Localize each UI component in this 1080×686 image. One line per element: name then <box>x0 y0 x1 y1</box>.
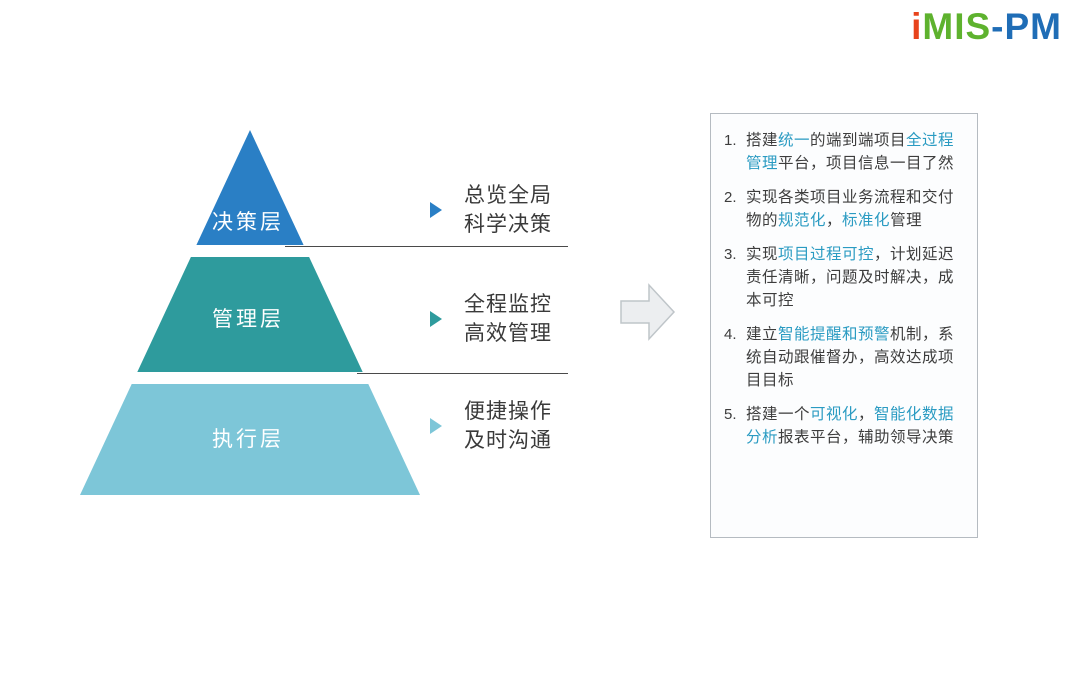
benefit-number: 3. <box>724 246 737 263</box>
caption-decision-line1: 总览全局 <box>464 184 552 207</box>
benefit-text: 搭建一个可视化，智能化数据分析报表平台，辅助领导决策 <box>746 406 955 446</box>
caption-execution: 便捷操作 及时沟通 <box>464 397 552 455</box>
pyramid <box>80 130 420 495</box>
caption-management-line1: 全程监控 <box>464 293 552 316</box>
caption-execution-line1: 便捷操作 <box>464 400 552 423</box>
layer-label-management: 管理层 <box>212 308 284 331</box>
benefit-number: 1. <box>724 132 737 149</box>
benefit-text: 实现项目过程可控，计划延迟责任清晰，问题及时解决，成本可控 <box>746 246 955 309</box>
caption-decision-line2: 科学决策 <box>464 213 552 236</box>
caption-decision: 总览全局 科学决策 <box>464 181 552 239</box>
benefit-text: 实现各类项目业务流程和交付物的规范化，标准化管理 <box>746 189 955 229</box>
brand-logo: iMIS-PM <box>911 6 1062 48</box>
benefit-number: 5. <box>724 406 737 423</box>
right-arrow-icon <box>620 283 676 341</box>
pyramid-layer-middle-shape <box>137 257 363 372</box>
caption-execution-line2: 及时沟通 <box>464 429 552 452</box>
separator-line-2 <box>357 373 568 374</box>
pyramid-layer-bottom-shape <box>80 384 420 495</box>
layer-label-execution: 执行层 <box>212 428 284 451</box>
logo-i: i <box>911 6 923 47</box>
pyramid-layer-top-shape <box>196 130 304 245</box>
logo-mis: MIS <box>922 6 992 47</box>
benefit-item: 3. 实现项目过程可控，计划延迟责任清晰，问题及时解决，成本可控 <box>724 243 965 312</box>
benefit-text: 建立智能提醒和预警机制，系统自动跟催督办，高效达成项目目标 <box>746 326 955 389</box>
benefit-item: 1. 搭建统一的端到端项目全过程管理平台，项目信息一目了然 <box>724 129 965 175</box>
benefit-item: 5. 搭建一个可视化，智能化数据分析报表平台，辅助领导决策 <box>724 403 965 449</box>
triangle-bullet-icon <box>430 202 442 218</box>
benefit-number: 4. <box>724 326 737 343</box>
logo-pm: -PM <box>991 6 1062 47</box>
benefit-item: 4. 建立智能提醒和预警机制，系统自动跟催督办，高效达成项目目标 <box>724 323 965 392</box>
layer-label-decision: 决策层 <box>212 211 284 234</box>
benefit-item: 2. 实现各类项目业务流程和交付物的规范化，标准化管理 <box>724 186 965 232</box>
benefit-number: 2. <box>724 189 737 206</box>
benefits-list: 1. 搭建统一的端到端项目全过程管理平台，项目信息一目了然 2. 实现各类项目业务流程… <box>724 129 965 449</box>
triangle-bullet-icon <box>430 311 442 327</box>
benefit-text: 搭建统一的端到端项目全过程管理平台，项目信息一目了然 <box>746 132 955 172</box>
caption-management-line2: 高效管理 <box>464 322 552 345</box>
benefits-panel: 1. 搭建统一的端到端项目全过程管理平台，项目信息一目了然 2. 实现各类项目业务流程… <box>710 113 978 538</box>
separator-line-1 <box>285 246 568 247</box>
triangle-bullet-icon <box>430 418 442 434</box>
caption-management: 全程监控 高效管理 <box>464 290 552 348</box>
